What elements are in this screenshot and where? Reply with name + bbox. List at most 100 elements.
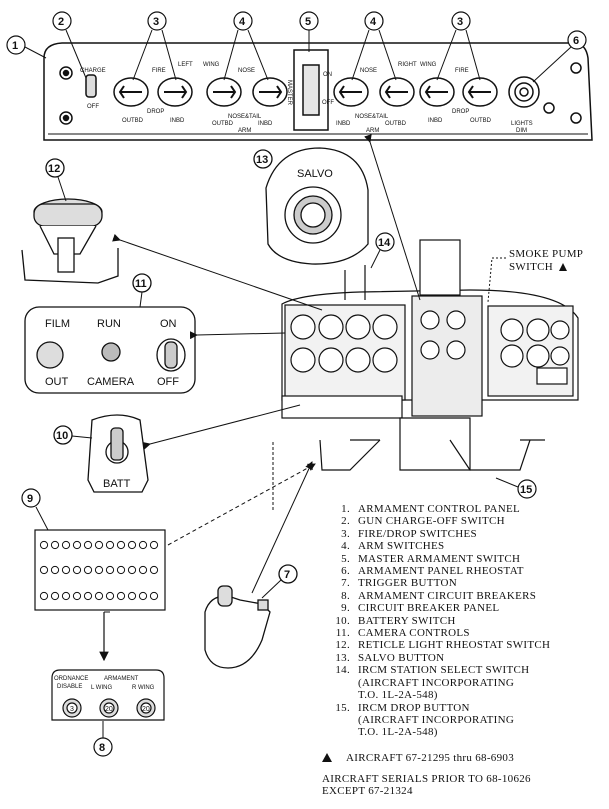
legend-text: CIRCUIT BREAKER PANEL — [358, 602, 500, 615]
callout-3a — [147, 11, 167, 31]
nose-tail-label-left: NOSE&TAIL — [228, 114, 262, 120]
breaker-value-3: 20 — [142, 706, 150, 713]
breaker-button — [50, 591, 60, 601]
warning-triangle-icon — [322, 753, 332, 762]
trigger-grip — [204, 564, 298, 669]
svg-text:15: 15 — [520, 484, 532, 496]
outbd-label-left-2: OUTBD — [212, 121, 234, 127]
svg-text:12: 12 — [48, 163, 60, 175]
breaker-button — [83, 591, 93, 601]
legend-number: 14. — [335, 664, 350, 677]
batt-label: BATT — [103, 478, 131, 490]
serials-line-1: AIRCRAFT SERIALS PRIOR TO 68-10626 — [322, 773, 531, 785]
aircraft-note-text: AIRCRAFT 67-21295 thru 68-6903 — [346, 752, 514, 764]
svg-text:2: 2 — [58, 16, 64, 28]
breaker-button — [105, 565, 115, 575]
svg-text:3: 3 — [153, 16, 159, 28]
breaker-button — [94, 591, 104, 601]
callout-7 — [278, 564, 298, 584]
breaker-button — [127, 565, 137, 575]
callout-9 — [21, 488, 41, 508]
legend-number: 5. — [341, 552, 350, 565]
legend-number: 8. — [341, 589, 350, 602]
breaker-button — [94, 565, 104, 575]
legend-number: 7. — [341, 577, 350, 590]
svg-text:14: 14 — [378, 237, 391, 249]
breaker-button — [116, 565, 126, 575]
callout-2 — [52, 11, 72, 31]
svg-text:9: 9 — [27, 493, 33, 505]
salvo-panel — [253, 147, 369, 265]
svg-text:4: 4 — [370, 16, 377, 28]
legend-item: 5. MASTER ARMAMENT SWITCH — [322, 553, 602, 565]
battery-switch — [53, 414, 149, 493]
salvo-label: SALVO — [297, 168, 333, 180]
legend-text: ARMAMENT CONTROL PANEL — [358, 503, 521, 515]
charge-label: CHARGE — [80, 68, 106, 74]
legend-item: 13.SALVO BUTTON — [322, 652, 602, 664]
legend-subtext: T.O. 1L-2A-548) — [358, 726, 438, 739]
legend-text: ARMAMENT CIRCUIT BREAKERS — [358, 589, 537, 602]
dim-label: DIM — [516, 128, 527, 134]
legend-item: 7.TRIGGER BUTTON — [322, 577, 602, 589]
breaker-button — [127, 591, 137, 601]
legend-item: 12.RETICLE LIGHT RHEOSTAT SWITCH — [322, 639, 602, 651]
aircraft-serials: AIRCRAFT SERIALS PRIOR TO 68-10626 EXCEP… — [322, 773, 531, 797]
nose-label-left: NOSE — [238, 68, 255, 74]
legend-item: 3.FIRE/DROP SWITCHES — [322, 528, 602, 540]
legend-text: ARMAMENT PANEL RHEOSTAT — [358, 565, 524, 578]
legend-text: CAMERA CONTROLS — [358, 627, 470, 640]
arm-label-right: ARM — [366, 128, 379, 134]
legend-subtext: (AIRCRAFT INCORPORATING — [358, 676, 515, 689]
armament-circuit-breakers — [51, 669, 165, 757]
nose-tail-label-right: NOSE&TAIL — [355, 114, 389, 120]
breaker-button — [39, 591, 49, 601]
drop-label-left: DROP — [147, 109, 164, 115]
legend-text: FIRE/DROP SWITCHES — [358, 527, 477, 540]
inbd-label-right-1: INBD — [336, 121, 351, 127]
legend-item: 10.BATTERY SWITCH — [322, 615, 602, 627]
callout-13 — [253, 149, 273, 169]
nose-label-right: NOSE — [360, 68, 377, 74]
legend-number: 15. — [335, 701, 350, 714]
breaker-button — [138, 591, 148, 601]
breaker-button — [72, 540, 82, 550]
camera-label: CAMERA — [87, 376, 135, 388]
svg-text:5: 5 — [305, 16, 311, 28]
svg-text:10: 10 — [56, 430, 68, 442]
svg-text:8: 8 — [99, 742, 105, 754]
aircraft-note: AIRCRAFT 67-21295 thru 68-6903 — [322, 752, 514, 764]
legend-item: 6.ARMAMENT PANEL RHEOSTAT — [322, 565, 602, 577]
breaker-button — [138, 565, 148, 575]
callout-4b — [364, 11, 384, 31]
ordnance-label: ORDNANCE — [54, 676, 88, 682]
breaker-button — [105, 591, 115, 601]
legend-item: 15.IRCM DROP BUTTON — [322, 702, 602, 714]
armament-label: ARMAMENT — [104, 676, 139, 682]
svg-text:11: 11 — [135, 278, 147, 290]
legend-number: 13. — [335, 651, 350, 664]
legend-number: 10. — [335, 614, 350, 627]
reticle-rheostat — [21, 158, 119, 284]
camera-out-label: OUT — [45, 376, 69, 388]
breaker-button — [83, 540, 93, 550]
callout-4a — [233, 11, 253, 31]
armament-control-panel — [43, 42, 593, 141]
svg-text:4: 4 — [239, 16, 246, 28]
breaker-button — [138, 540, 148, 550]
legend-text: MASTER ARMAMENT SWITCH — [358, 552, 521, 565]
breaker-button — [39, 565, 49, 575]
legend-subtext: (AIRCRAFT INCORPORATING — [358, 713, 515, 726]
breaker-rows — [39, 540, 159, 601]
breaker-button — [94, 540, 104, 550]
smoke-pump-line-2: SWITCH — [509, 261, 553, 273]
callout-10 — [53, 425, 73, 445]
callout-15 — [517, 479, 537, 499]
off-label: OFF — [87, 104, 99, 110]
on-label: ON — [323, 72, 332, 78]
breaker-button — [39, 540, 49, 550]
camera-off-label: OFF — [157, 376, 179, 388]
legend-number: 12. — [335, 639, 350, 652]
callout-1 — [6, 35, 26, 55]
